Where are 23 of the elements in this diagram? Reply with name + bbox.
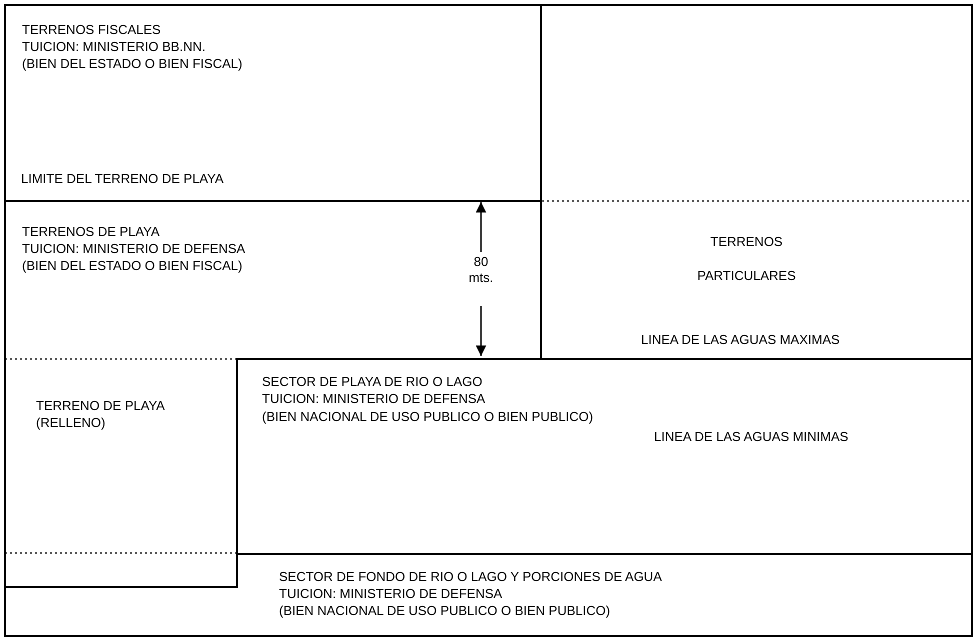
zone-area — [4, 4, 542, 202]
authority-text: (RELLENO) — [36, 415, 106, 431]
boundary-label: LIMITE DEL TERRENO DE PLAYA — [21, 171, 224, 187]
zone-area — [4, 358, 238, 588]
authority-text: TUICION: MINISTERIO BB.NN. — [22, 39, 206, 55]
waterline-label: LINEA DE LAS AGUAS MINIMAS — [654, 429, 848, 445]
zone-title: SECTOR DE FONDO DE RIO O LAGO Y PORCIONES DE AGUA — [279, 569, 662, 585]
zone-title: SECTOR DE PLAYA DE RIO O LAGO — [262, 374, 482, 390]
zone-title: TERRENO DE PLAYA — [36, 398, 165, 414]
zone-title: TERRENOS — [709, 234, 784, 250]
authority-text: TUICION: MINISTERIO DE DEFENSA — [22, 241, 246, 257]
zone-title: TERRENOS FISCALES — [22, 22, 161, 38]
zone-area — [540, 4, 973, 360]
zone-title: TERRENOS DE PLAYA — [22, 224, 160, 240]
status-text: (BIEN DEL ESTADO O BIEN FISCAL) — [22, 258, 242, 274]
authority-text: TUICION: MINISTERIO DE DEFENSA — [262, 391, 486, 407]
status-text: (BIEN NACIONAL DE USO PUBLICO O BIEN PUBLICO) — [262, 409, 594, 425]
zone-title: PARTICULARES — [696, 268, 797, 284]
status-text: (BIEN DEL ESTADO O BIEN FISCAL) — [22, 56, 242, 72]
zone-area — [236, 358, 973, 555]
authority-text: TUICION: MINISTERIO DE DEFENSA — [279, 586, 502, 602]
waterline-label: LINEA DE LAS AGUAS MAXIMAS — [641, 332, 840, 348]
status-text: (BIEN NACIONAL DE USO PUBLICO O BIEN PUBLICO) — [279, 603, 610, 619]
